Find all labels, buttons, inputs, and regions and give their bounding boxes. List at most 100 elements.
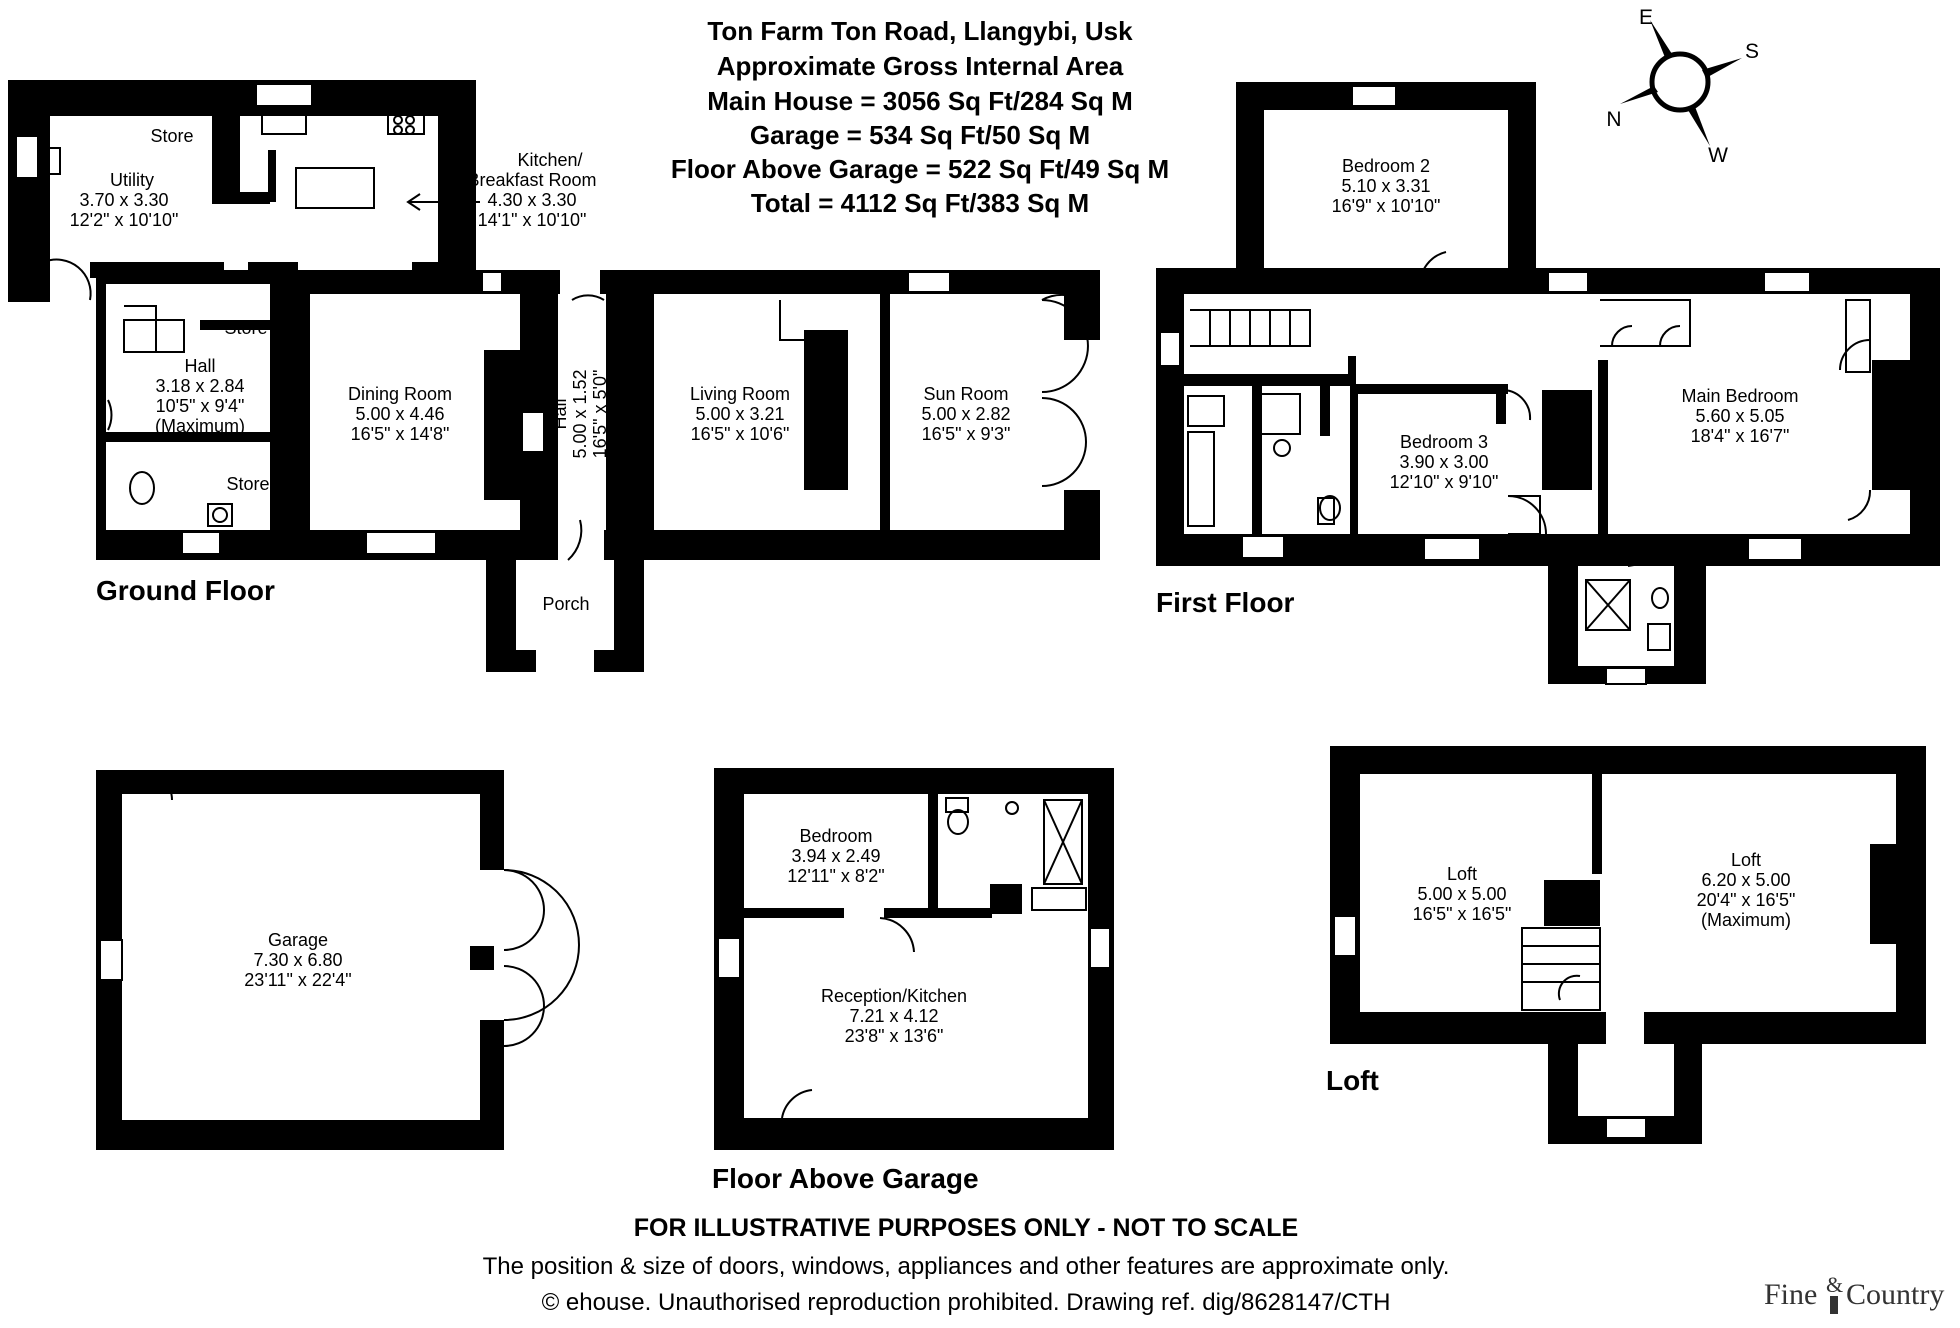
room-sun-imperial: 16'5" x 9'3"	[922, 424, 1011, 444]
address: Ton Farm Ton Road, Llangybi, Usk	[707, 16, 1133, 46]
room-store-3: Store	[226, 474, 269, 494]
room-kitchen-name2: Breakfast Room	[467, 170, 596, 190]
room-main-bedroom-name: Main Bedroom	[1681, 386, 1798, 406]
room-loft2-metric: 6.20 x 5.00	[1701, 870, 1790, 890]
footer-line3: © ehouse. Unauthorised reproduction proh…	[542, 1289, 1391, 1316]
floor-above-garage-label: Floor Above Garage	[712, 1163, 979, 1194]
brand-left: Fine	[1764, 1278, 1817, 1311]
room-kitchen-name: Kitchen/	[517, 150, 582, 170]
room-utility-metric: 3.70 x 3.30	[79, 190, 168, 210]
garage-fixtures	[143, 771, 580, 1047]
room-hall-left-name: Hall	[184, 356, 215, 376]
room-fag-bedroom-name: Bedroom	[799, 826, 872, 846]
room-loft1-imperial: 16'5" x 16'5"	[1413, 904, 1512, 924]
room-loft1-metric: 5.00 x 5.00	[1417, 884, 1506, 904]
room-fag-bedroom-imperial: 12'11" x 8'2"	[787, 866, 884, 886]
fag-walls	[714, 768, 1114, 1150]
room-dining-metric: 5.00 x 4.46	[355, 404, 444, 424]
room-dining-name: Dining Room	[348, 384, 452, 404]
room-garage-imperial: 23'11" x 22'4"	[244, 970, 351, 990]
floor-above-garage-plan: Bedroom 3.94 x 2.49 12'11" x 8'2" Recept…	[712, 768, 1114, 1194]
room-porch: Porch	[542, 594, 589, 614]
room-reception-metric: 7.21 x 4.12	[849, 1006, 938, 1026]
room-sun-metric: 5.00 x 2.82	[921, 404, 1010, 424]
room-living-name: Living Room	[690, 384, 790, 404]
room-main-bedroom-imperial: 18'4" x 16'7"	[1691, 426, 1790, 446]
room-hall-mid-metric: 5.00 x 1.52	[570, 369, 590, 458]
room-hall-left-metric: 3.18 x 2.84	[155, 376, 244, 396]
room-bedroom3-name: Bedroom 3	[1400, 432, 1488, 452]
room-loft2-imperial: 20'4" x 16'5"	[1697, 890, 1796, 910]
brand-amp: &	[1826, 1272, 1843, 1297]
room-loft2-name: Loft	[1731, 850, 1761, 870]
loft-plan: Loft 5.00 x 5.00 16'5" x 16'5" Loft 6.20…	[1326, 746, 1926, 1144]
room-hall-mid-label: Hall 5.00 x 1.52 16'5" x 5'0"	[550, 369, 610, 458]
fag-windows	[717, 927, 1111, 979]
room-kitchen-metric: 4.30 x 3.30	[487, 190, 576, 210]
room-dining-imperial: 16'5" x 14'8"	[351, 424, 450, 444]
ground-floor-label: Ground Floor	[96, 575, 275, 606]
room-bedroom2-imperial: 16'9" x 10'10"	[1332, 196, 1441, 216]
loft-fixtures	[1521, 927, 1601, 1011]
first-floor-plan: Bedroom 2 5.10 x 3.31 16'9" x 10'10" Bed…	[1156, 82, 1940, 685]
first-floor-windows	[1159, 85, 1811, 685]
ground-floor-windows	[15, 83, 951, 555]
compass-s: S	[1745, 40, 1759, 63]
room-kitchen-imperial: 14'1" x 10'10"	[478, 210, 587, 230]
first-floor-fixtures	[1187, 251, 1872, 651]
compass-icon: E S N W	[1606, 6, 1759, 167]
footer-disclaimer: FOR ILLUSTRATIVE PURPOSES ONLY - NOT TO …	[634, 1214, 1298, 1242]
ground-floor-fixtures	[39, 109, 1089, 561]
room-utility-name: Utility	[110, 170, 154, 190]
loft-walls	[1330, 746, 1926, 1144]
area-title: Approximate Gross Internal Area	[717, 51, 1124, 81]
room-store-1: Store	[150, 126, 193, 146]
room-hall-mid-name: Hall	[550, 398, 570, 429]
room-bedroom2-metric: 5.10 x 3.31	[1341, 176, 1430, 196]
floor-above-garage-area: Floor Above Garage = 522 Sq Ft/49 Sq M	[671, 154, 1169, 184]
room-garage-metric: 7.30 x 6.80	[253, 950, 342, 970]
room-bedroom2-name: Bedroom 2	[1342, 156, 1430, 176]
loft-windows	[1333, 915, 1647, 1139]
main-house-area: Main House = 3056 Sq Ft/284 Sq M	[707, 86, 1133, 116]
footer: FOR ILLUSTRATIVE PURPOSES ONLY - NOT TO …	[483, 1214, 1450, 1316]
room-loft1-name: Loft	[1447, 864, 1477, 884]
header: Ton Farm Ton Road, Llangybi, Usk Approxi…	[671, 16, 1169, 218]
room-sun-name: Sun Room	[923, 384, 1008, 404]
first-floor-label: First Floor	[1156, 587, 1295, 618]
brand-logo: Fine & Country	[1764, 1272, 1944, 1314]
ground-floor-walls	[8, 80, 1100, 672]
garage-window	[99, 939, 123, 981]
room-loft2-note: (Maximum)	[1701, 910, 1791, 930]
garage-area: Garage = 534 Sq Ft/50 Sq M	[750, 120, 1090, 150]
room-reception-imperial: 23'8" x 13'6"	[845, 1026, 944, 1046]
kitchen-pointer-arrow	[406, 193, 480, 211]
footer-line2: The position & size of doors, windows, a…	[483, 1253, 1450, 1280]
loft-label: Loft	[1326, 1065, 1379, 1096]
room-hall-left-imperial: 10'5" x 9'4"	[156, 396, 245, 416]
room-bedroom3-metric: 3.90 x 3.00	[1399, 452, 1488, 472]
room-living-metric: 5.00 x 3.21	[695, 404, 784, 424]
room-utility-imperial: 12'2" x 10'10"	[70, 210, 179, 230]
room-main-bedroom-metric: 5.60 x 5.05	[1695, 406, 1784, 426]
garage-plan: Garage 7.30 x 6.80 23'11" x 22'4"	[96, 770, 580, 1150]
room-reception-name: Reception/Kitchen	[821, 986, 967, 1006]
ground-floor-plan: Store Utility 3.70 x 3.30 12'2" x 10'10"…	[8, 80, 1100, 672]
room-garage-name: Garage	[268, 930, 328, 950]
room-bedroom3-imperial: 12'10" x 9'10"	[1390, 472, 1499, 492]
total-area: Total = 4112 Sq Ft/383 Sq M	[751, 188, 1089, 218]
garage-walls	[96, 770, 504, 1150]
compass-w: W	[1708, 144, 1728, 167]
compass-n: N	[1606, 108, 1621, 131]
brand-right: Country	[1846, 1278, 1944, 1311]
room-store-2: Store	[224, 318, 267, 338]
room-hall-left-note: (Maximum)	[155, 416, 245, 436]
room-hall-mid-imperial: 16'5" x 5'0"	[590, 370, 610, 459]
room-living-imperial: 16'5" x 10'6"	[691, 424, 790, 444]
room-fag-bedroom-metric: 3.94 x 2.49	[791, 846, 880, 866]
brand-column-icon	[1830, 1296, 1838, 1314]
compass-e: E	[1639, 6, 1653, 29]
fag-fixtures	[781, 797, 1087, 1119]
